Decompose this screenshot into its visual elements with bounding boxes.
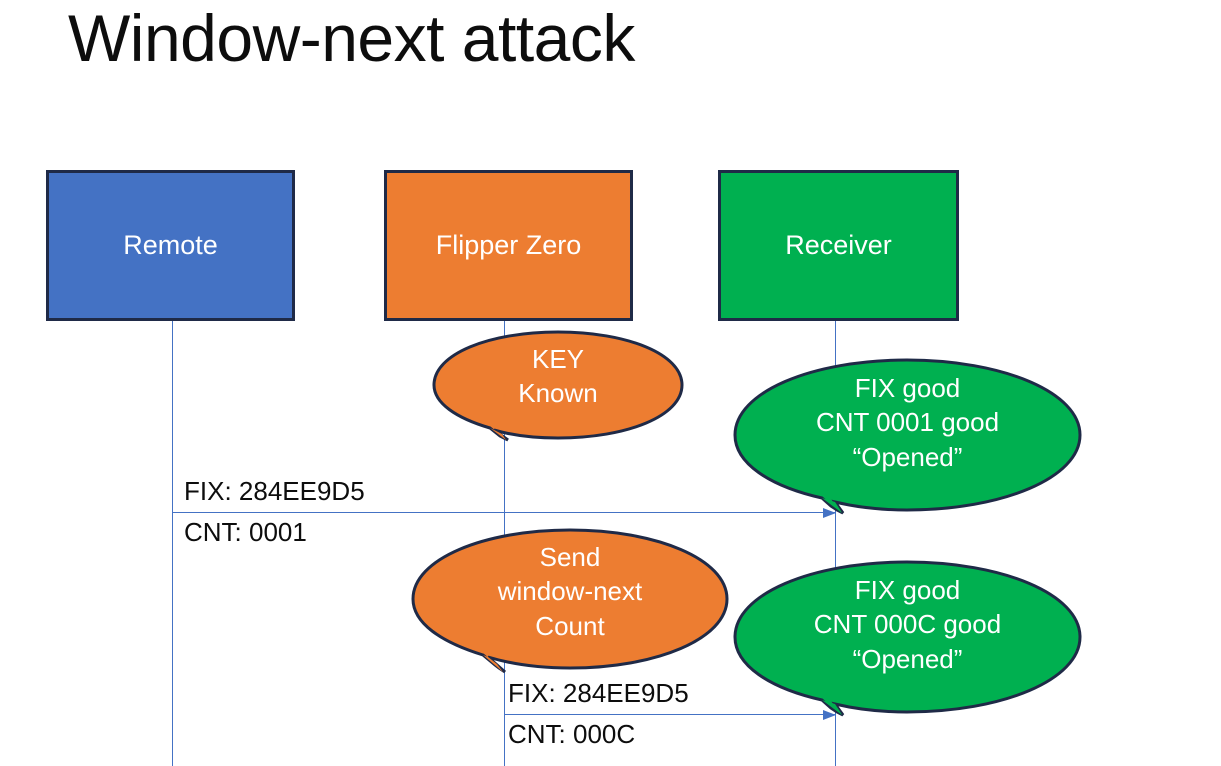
actor-label-remote: Remote [123, 230, 218, 261]
message-arrow-remote-to-receiver [172, 507, 836, 518]
actor-box-flipper-zero[interactable]: Flipper Zero [384, 170, 633, 321]
actor-box-receiver[interactable]: Receiver [718, 170, 959, 321]
bubble-shape-fix-good-2 [733, 560, 1082, 717]
page-title: Window-next attack [68, 1, 635, 75]
bubble-shape-send-window-next [411, 528, 729, 674]
actor-label-receiver: Receiver [785, 230, 892, 261]
message-2-fix-label: FIX: 284EE9D5 [508, 678, 689, 708]
speech-bubble-send-window-next-count: Send window-next Count [411, 528, 729, 674]
lifeline-receiver [835, 321, 836, 766]
lifeline-remote [172, 321, 173, 766]
actor-label-flipper-zero: Flipper Zero [435, 230, 582, 261]
message-1-fix-label: FIX: 284EE9D5 [184, 476, 365, 506]
bubble-shape-fix-good-1 [733, 358, 1082, 515]
message-2-cnt-label: CNT: 000C [508, 719, 636, 749]
speech-bubble-fix-good-cnt-0001: FIX good CNT 0001 good “Opened” [733, 358, 1082, 515]
message-arrow-flipper-to-receiver [504, 709, 836, 720]
message-1-cnt-label: CNT: 0001 [184, 517, 307, 547]
speech-bubble-key-known: KEY Known [432, 330, 684, 442]
actor-box-remote[interactable]: Remote [46, 170, 295, 321]
speech-bubble-fix-good-cnt-000c: FIX good CNT 000C good “Opened” [733, 560, 1082, 717]
bubble-shape-key-known [432, 330, 684, 442]
